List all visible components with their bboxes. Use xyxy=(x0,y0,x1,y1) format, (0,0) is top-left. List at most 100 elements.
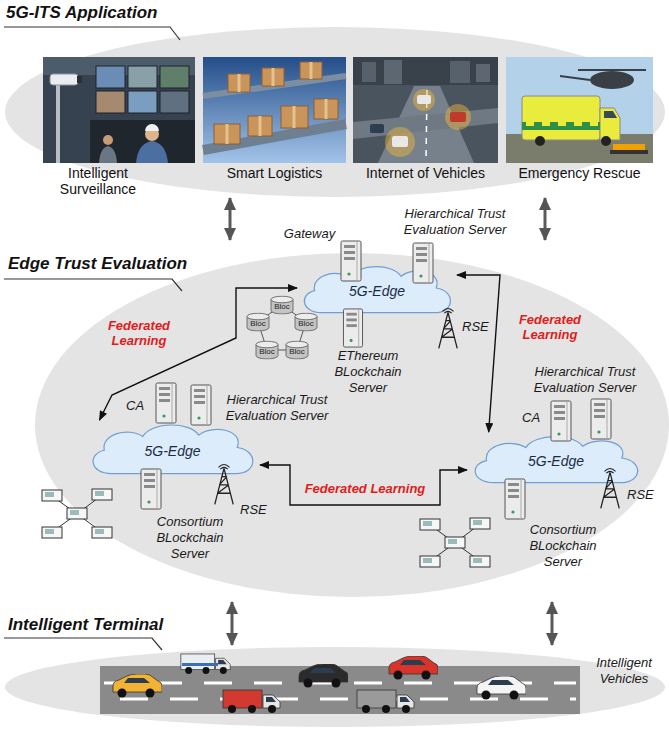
text-holder: Internet of Vehicles xyxy=(353,165,498,181)
rescue-image xyxy=(526,122,534,126)
vehicles-image xyxy=(362,62,376,82)
blockchain-block xyxy=(286,341,308,359)
server-label: Hierarchical Trust Evaluation Server xyxy=(214,392,340,424)
band-ellipse xyxy=(35,253,669,597)
logistics-image xyxy=(227,62,326,144)
blockchain-block xyxy=(247,313,269,331)
text-holder: Intelligent Terminal xyxy=(8,615,163,635)
vehicle-icon xyxy=(477,676,526,700)
vehicles-label: Intelligent Vehicles xyxy=(585,655,663,687)
surveillance-image xyxy=(43,57,195,163)
vehicles-image xyxy=(353,57,498,163)
vehicles-image xyxy=(413,89,435,111)
vehicles-image xyxy=(445,104,471,130)
text-holder: Federated Learning xyxy=(295,481,435,496)
vehicles-image xyxy=(392,136,408,147)
edge-cloud: 5G-Edge xyxy=(297,262,457,314)
rescue-image xyxy=(590,122,598,126)
surveillance-image xyxy=(145,124,159,131)
rescue-image xyxy=(613,144,645,150)
text-holder: Bloc xyxy=(285,347,309,356)
surveillance-image xyxy=(128,66,157,88)
heading-underline xyxy=(4,279,182,291)
layer-band: 5G-ITS ApplicationIntelligent Surveillan… xyxy=(0,0,669,198)
layer-arrow xyxy=(229,198,232,240)
surveillance-image xyxy=(96,66,125,88)
text-holder: 5G-Edge xyxy=(85,443,260,459)
text-holder: Federated Learning xyxy=(100,318,178,348)
text-holder: Hierarchical Trust Evaluation Server xyxy=(392,206,518,238)
surveillance-image xyxy=(103,135,113,145)
rescue-image xyxy=(522,96,600,140)
server-icon xyxy=(505,479,525,519)
layer-arrow xyxy=(551,602,554,645)
text-holder: CA xyxy=(522,410,540,426)
band-shape xyxy=(0,645,669,728)
band-ellipse xyxy=(5,27,665,197)
logistics-image xyxy=(203,124,346,150)
layer-arrow xyxy=(544,198,547,240)
server-icon xyxy=(141,469,161,509)
cloud-label: 5G-Edge xyxy=(297,283,457,299)
text-holder: Bloc xyxy=(294,319,318,328)
application-tile: Internet of Vehicles xyxy=(353,57,498,183)
text-holder: Edge Trust Evaluation xyxy=(8,254,187,274)
vehicle-icon xyxy=(357,690,414,713)
text-holder: Intelligent Vehicles xyxy=(585,655,663,687)
rescue-image xyxy=(535,136,545,146)
server-icon xyxy=(551,401,571,441)
text-holder: RSE xyxy=(240,502,267,518)
rescue-image xyxy=(604,111,617,118)
rescue-image xyxy=(560,70,646,80)
server-icon xyxy=(343,309,362,347)
band-ellipse xyxy=(5,647,665,727)
surveillance-image xyxy=(128,91,157,113)
text-holder: 5G-Edge xyxy=(467,453,645,469)
text-holder: Emergency Rescue xyxy=(506,165,653,181)
surveillance-image xyxy=(136,141,168,163)
block-label: Bloc xyxy=(255,347,279,356)
text-holder: Consortium BLockchain Server xyxy=(145,514,235,562)
server-icon xyxy=(156,383,176,423)
ca-label: CA xyxy=(522,410,540,426)
surveillance-image xyxy=(77,76,82,83)
edge-label: Federated Learning xyxy=(100,318,178,348)
server-label: EThereum BLockchain Server xyxy=(323,348,413,396)
layer-band: Intelligent TerminalIntelligent Vehicles xyxy=(0,645,669,728)
text-holder: EThereum BLockchain Server xyxy=(323,348,413,396)
vehicles-image xyxy=(476,64,490,82)
vehicles-image xyxy=(370,124,384,133)
text-holder: Federated Learning xyxy=(510,312,590,342)
layer-title: 5G-ITS Application xyxy=(6,3,157,23)
surveillance-image xyxy=(56,80,60,163)
text-holder: RSE xyxy=(627,487,654,503)
text-holder: Gateway xyxy=(282,226,337,242)
text-holder: Bloc xyxy=(246,319,270,328)
server-label: Hierarchical Trust Evaluation Server xyxy=(510,364,660,396)
heading-underline xyxy=(4,27,180,40)
server-icon xyxy=(413,243,433,283)
ca-label: CA xyxy=(126,398,144,414)
server-icon xyxy=(341,241,361,281)
server-icon xyxy=(191,385,211,425)
vehicles-image xyxy=(385,127,415,157)
logistics-image xyxy=(203,57,346,163)
vehicle-icon xyxy=(299,664,348,688)
blockchain-block xyxy=(271,296,293,314)
edge-label: Federated Learning xyxy=(510,312,590,342)
vehicles-image xyxy=(417,95,431,104)
surveillance-image xyxy=(160,91,189,113)
vehicle-icon xyxy=(223,690,280,713)
rescue-image xyxy=(610,150,648,154)
rescue-image xyxy=(506,57,653,163)
tile-caption: Intelligent Surveillance xyxy=(43,165,153,197)
text-holder: 5G-Edge xyxy=(297,283,457,299)
block-label: Bloc xyxy=(285,347,309,356)
text-holder: Consortium BLockchain Server xyxy=(518,522,608,570)
server-label: Consortium BLockchain Server xyxy=(145,514,235,562)
cloud-label: 5G-Edge xyxy=(467,453,645,469)
rse-label: RSE xyxy=(240,502,267,518)
block-label: Bloc xyxy=(246,319,270,328)
blockchain-block xyxy=(256,341,278,359)
